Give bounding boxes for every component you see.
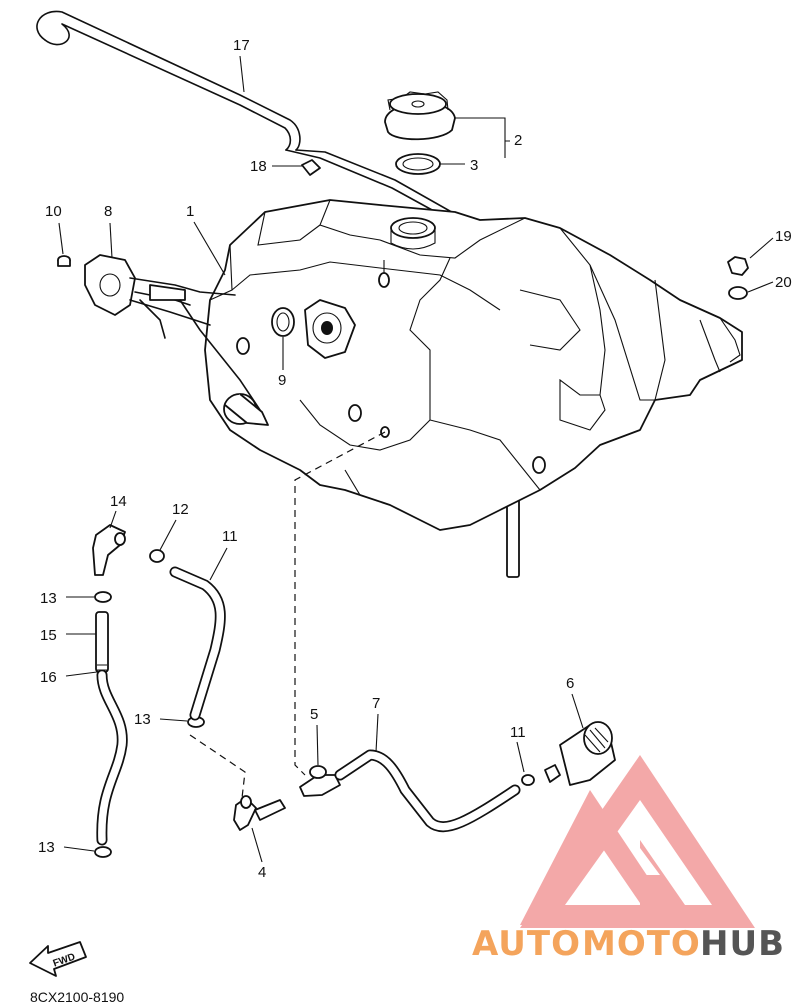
callout-17: 17 [233, 37, 250, 54]
guide-dashed-line [294, 431, 386, 776]
watermark-text-auto: AUTO [472, 924, 581, 964]
callout-20: 20 [775, 274, 792, 291]
clip [301, 159, 321, 176]
callout-13: 13 [40, 590, 57, 607]
short-pipe [95, 611, 109, 673]
callout-2: 2 [514, 132, 522, 149]
filler-cap [384, 91, 456, 141]
callout-13: 13 [134, 711, 151, 728]
callout-8: 8 [104, 203, 112, 220]
nut [727, 256, 749, 276]
drain-hose [96, 669, 128, 846]
watermark-text-moto: MOTO [582, 924, 701, 964]
screw [57, 255, 71, 267]
callout-12: 11 [222, 528, 238, 545]
fuel-cock-valve [299, 765, 341, 797]
fuel-cock [233, 795, 286, 831]
callout-13: 13 [38, 839, 55, 856]
pump-seal [271, 307, 295, 337]
callout-3: 3 [470, 157, 478, 174]
drawing-code: 8CX2100-8190 [30, 989, 124, 1005]
callout-15: 15 [40, 627, 57, 644]
hose-clamp [94, 549, 535, 858]
callout-11: 11 [510, 724, 526, 741]
callout-14: 14 [110, 493, 127, 510]
washer [728, 286, 748, 300]
callout-9: 9 [278, 372, 286, 389]
watermark-logo [520, 755, 755, 928]
callout-13: 12 [172, 501, 189, 518]
fwd-arrow-icon: FWD [29, 941, 87, 977]
fuel-hose [334, 749, 521, 833]
callout-6: 6 [566, 675, 574, 692]
callout-10: 10 [45, 203, 62, 220]
callout-16: 16 [40, 669, 57, 686]
fuel-pump-assembly [84, 254, 261, 411]
callout-7: 7 [372, 695, 380, 712]
hose-elbow [92, 524, 126, 576]
callout-5: 5 [310, 706, 318, 723]
callout-18: 18 [250, 158, 267, 175]
guide-dashed-line [189, 734, 246, 799]
vent-hose [169, 566, 226, 721]
callout-4: 4 [258, 864, 266, 881]
callout-19: 19 [775, 228, 792, 245]
watermark-text-hub: HUB [700, 924, 785, 964]
cap-gasket [395, 153, 441, 175]
callout-1: 1 [186, 203, 194, 220]
fuel-filter [544, 721, 616, 786]
callouts: 17 2 3 18 10 8 1 9 19 20 14 12 11 13 15 … [38, 37, 792, 881]
fuel-tank [204, 199, 743, 531]
